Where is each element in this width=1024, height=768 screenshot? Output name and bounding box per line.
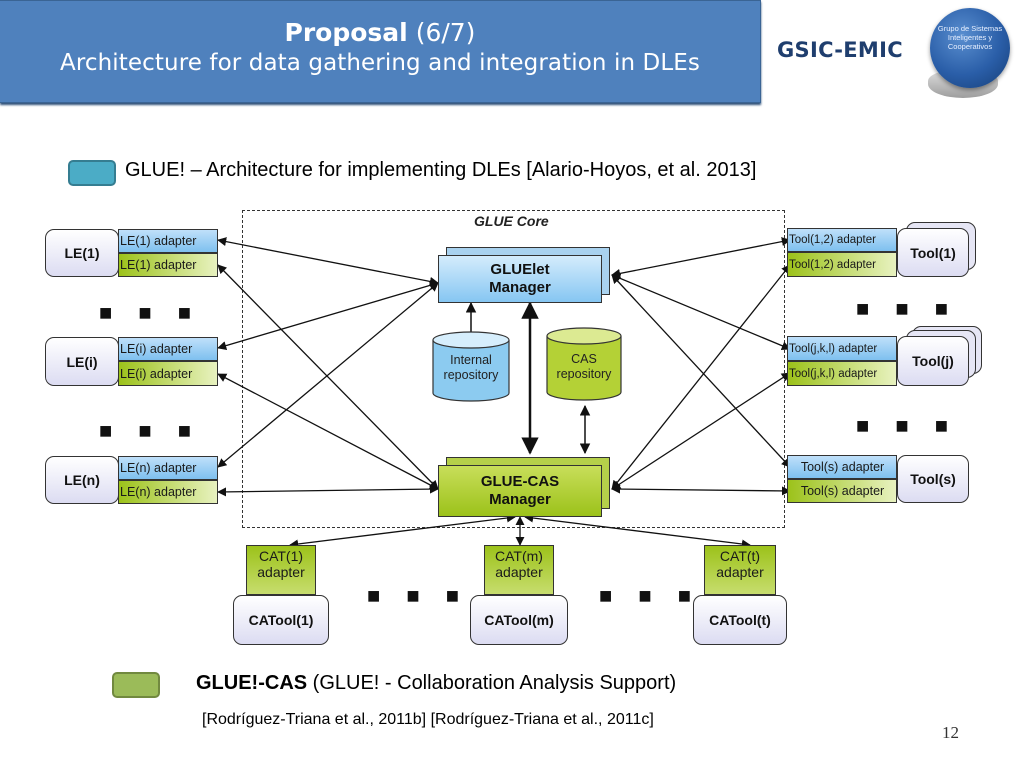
tool-adapter-green-1: Tool(1,2) adapter: [787, 252, 897, 277]
arrow-le1-gluecas: [217, 264, 439, 490]
catool-node-1: CATool(1): [233, 595, 329, 645]
le-adapter-green-i: LE(i) adapter: [118, 361, 218, 386]
le-ellipsis-2: ■ ■ ■: [99, 418, 202, 443]
le-adapter-green-1: LE(1) adapter: [118, 253, 218, 277]
glue-cas-legend-bold: GLUE!-CAS: [196, 672, 308, 694]
tool-adapter-blue-s: Tool(s) adapter: [787, 455, 897, 479]
tool-node-1: Tool(1): [897, 228, 969, 277]
cat-adapter-1: CAT(1) adapter: [246, 545, 316, 595]
glue-cas-legend-text: GLUE!-CAS (GLUE! - Collaboration Analysi…: [196, 672, 676, 695]
tool-ellipsis-1: ■ ■ ■: [856, 296, 959, 321]
arrow-toolj-gluecas: [611, 372, 791, 490]
le-adapter-blue-1: LE(1) adapter: [118, 229, 218, 253]
arrow-tool1-gluelet: [611, 237, 791, 278]
tool-node-s: Tool(s): [897, 455, 969, 503]
page-number: 12: [942, 723, 959, 742]
le-node-n: LE(n): [45, 456, 119, 504]
tool-adapter-blue-j: Tool(j,k,l) adapter: [787, 336, 897, 361]
cas-repository-label: CAS repository: [556, 352, 612, 381]
le-node-1: LE(1): [45, 229, 119, 277]
glue-legend-text: GLUE! – Architecture for implementing DL…: [125, 159, 757, 181]
le-adapter-green-n: LE(n) adapter: [118, 480, 218, 504]
slide-title: Proposal (6/7): [0, 18, 760, 48]
arrow-len-gluelet: [217, 282, 439, 468]
arrow-tools-gluecas: [611, 484, 791, 496]
gluelet-manager: GLUElet Manager: [438, 255, 602, 303]
arrow-tools-gluelet: [611, 274, 791, 468]
arrow-len-gluecas: [217, 484, 439, 497]
tool-node-j: Tool(j): [897, 336, 969, 386]
slide-subtitle: Architecture for data gathering and inte…: [60, 50, 700, 76]
gluecas-manager: GLUE-CAS Manager: [438, 465, 602, 517]
gluelet-manager-label: GLUElet Manager: [489, 261, 551, 296]
glue-core-label: GLUE Core: [474, 213, 549, 229]
tool-adapter-green-j: Tool(j,k,l) adapter: [787, 361, 897, 386]
arrow-gluecas-catt: [524, 513, 751, 549]
le-adapter-blue-i: LE(i) adapter: [118, 337, 218, 361]
catool-ellipsis-1: ■ ■ ■: [367, 583, 470, 608]
slide-title-bold: Proposal: [284, 18, 408, 47]
tool-adapter-green-s: Tool(s) adapter: [787, 479, 897, 503]
cat-adapter-m: CAT(m) adapter: [484, 545, 554, 595]
glue-legend-swatch: [68, 160, 116, 186]
glue-cas-legend-desc: (GLUE! - Collaboration Analysis Support): [307, 672, 677, 694]
glue-cas-legend-swatch: [112, 672, 160, 698]
logo-globe-icon: Grupo de Sistemas Inteligentes y Coopera…: [930, 8, 1010, 88]
gluecas-manager-label: GLUE-CAS Manager: [480, 473, 560, 508]
arrow-toolj-gluelet: [611, 273, 791, 351]
slide-title-bar: Proposal (6/7) Architecture for data gat…: [0, 0, 761, 103]
arrow-lei-gluelet: [217, 280, 439, 351]
internal-repository-label: Internal repository: [443, 353, 499, 382]
catool-node-t: CATool(t): [693, 595, 787, 645]
le-adapter-blue-n: LE(n) adapter: [118, 456, 218, 480]
le-node-i: LE(i): [45, 337, 119, 386]
tool-ellipsis-2: ■ ■ ■: [856, 413, 959, 438]
arrow-tool1-gluecas: [611, 264, 791, 490]
arrow-le1-gluelet: [217, 237, 439, 286]
catool-node-m: CATool(m): [470, 595, 568, 645]
logo-globe-text: Grupo de Sistemas Inteligentes y Coopera…: [937, 24, 1003, 51]
arrow-gluecas-cat1: [289, 513, 516, 549]
tool-adapter-blue-1: Tool(1,2) adapter: [787, 228, 897, 252]
slide-title-counter: (6/7): [407, 18, 476, 47]
glue-cas-references: [Rodríguez-Triana et al., 2011b] [Rodríg…: [202, 711, 654, 728]
gsic-emic-logo-text: GSIC-EMIC: [777, 38, 903, 62]
le-ellipsis-1: ■ ■ ■: [99, 300, 202, 325]
cat-adapter-t: CAT(t) adapter: [704, 545, 776, 595]
catool-ellipsis-2: ■ ■ ■: [599, 583, 702, 608]
arrow-lei-gluecas: [217, 373, 439, 490]
